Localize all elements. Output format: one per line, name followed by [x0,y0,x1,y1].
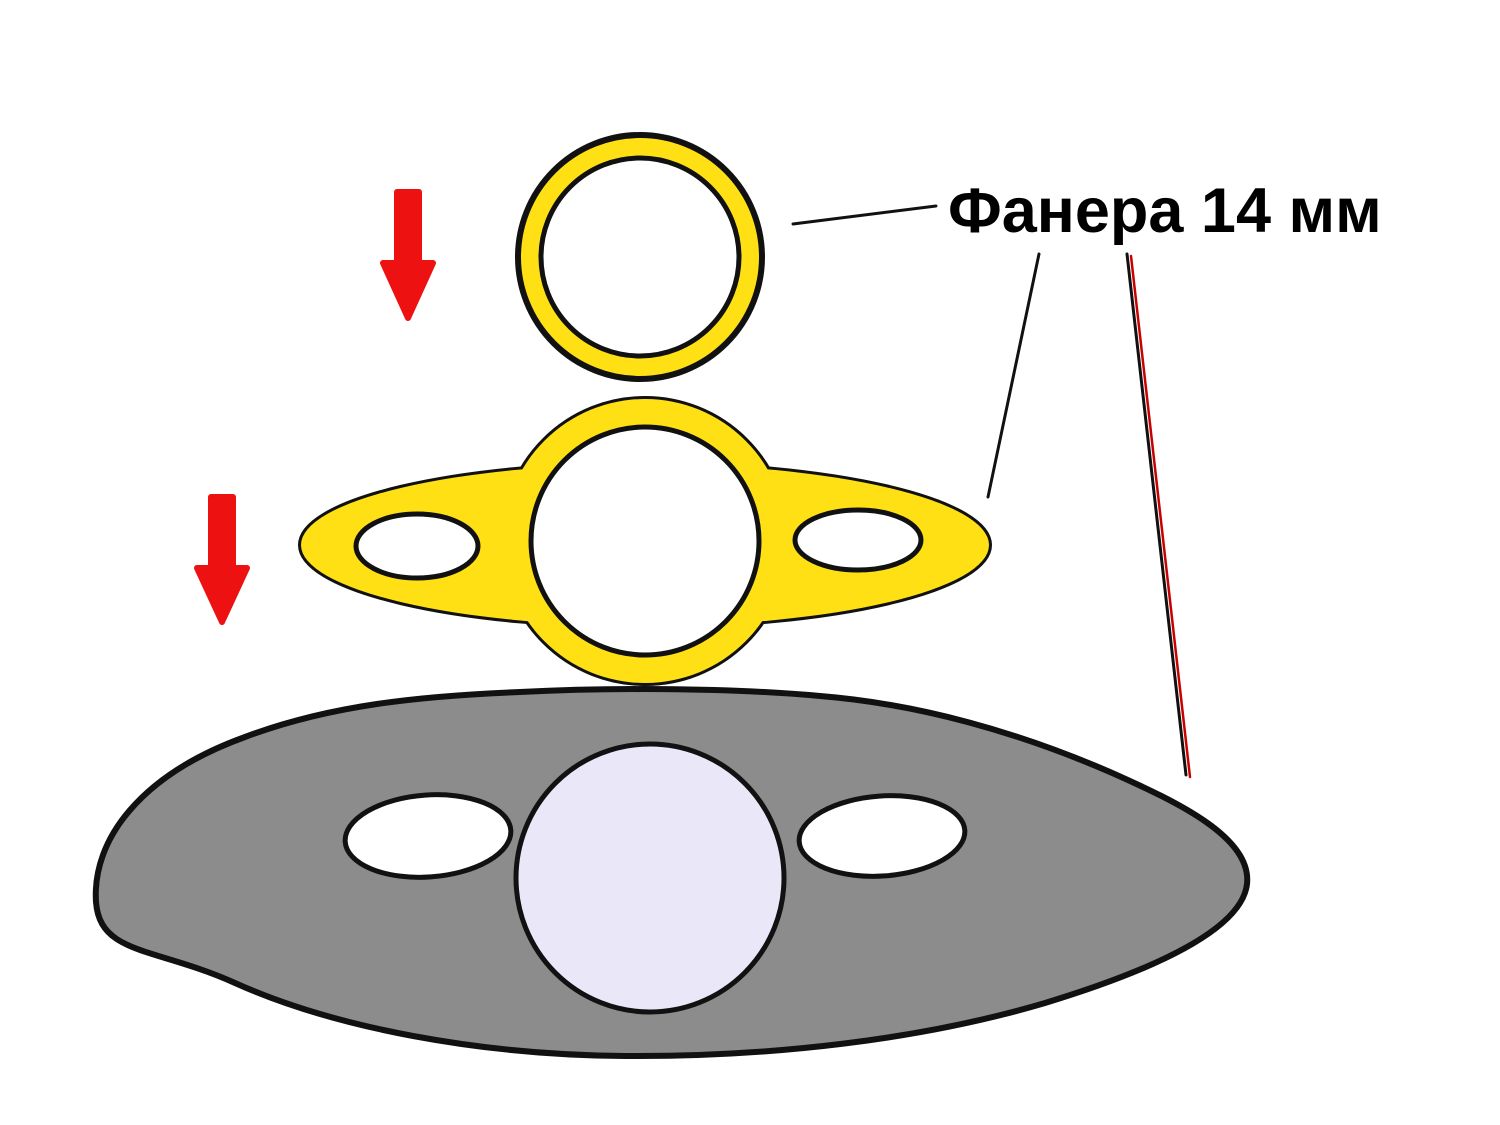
leader-line-base-red [1129,254,1192,779]
leader-line-base [1125,252,1188,777]
base-left-hole [342,792,514,880]
ring-hole [538,155,742,359]
gasket-right-hole [792,507,924,573]
down-arrow-icon [194,494,250,625]
leader-line-ring [791,204,938,226]
diagram-label: Фанера 14 мм [948,176,1382,246]
gasket-left-hole [353,511,481,581]
gasket-center-hole [528,424,762,658]
base-center-circle [513,741,787,1015]
base-right-hole [796,793,968,879]
leader-line-gasket [986,252,1041,499]
down-arrow-icon [380,189,436,321]
